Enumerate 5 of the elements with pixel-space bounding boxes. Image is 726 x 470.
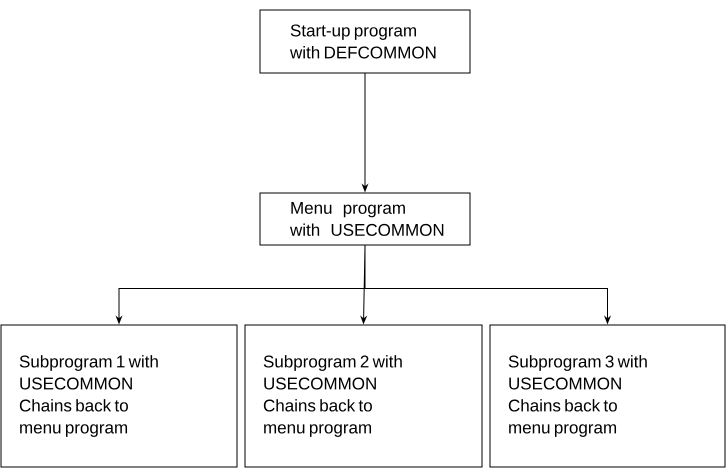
program-box: Subprogram 1 with USECOMMON Chains back to menu program [0, 324, 238, 468]
program-box: Subprogram 3 with USECOMMON Chains back to menu program [490, 324, 726, 468]
program-box: Subprogram 2 with USECOMMON Chains back to menu program [244, 324, 482, 468]
program-box: Menu program with USECOMMON [260, 192, 470, 246]
program-box: Start-up program with DEFCOMMON [260, 10, 470, 74]
